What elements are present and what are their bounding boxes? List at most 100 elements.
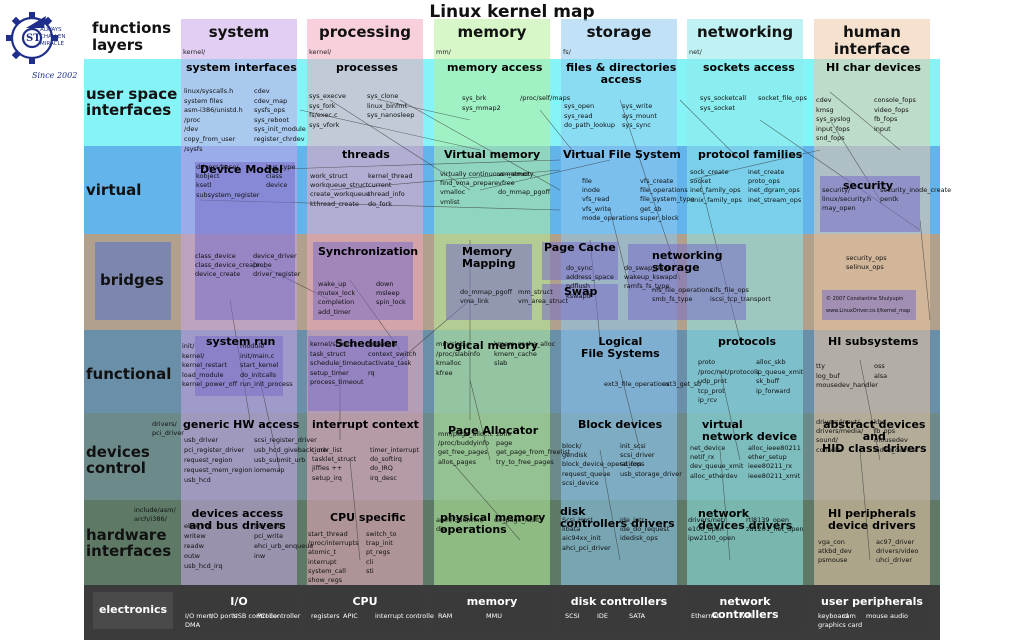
label-storage-devices: scsi_driver (620, 451, 655, 460)
connection-line (679, 99, 741, 161)
logo-text-2: CHALLEN (40, 34, 65, 40)
functions-layers-text: functions layers (92, 19, 171, 54)
label-human-user: input (874, 124, 891, 133)
label-memory-functional: kmem_cache_alloc (494, 340, 556, 348)
row-label-devices: devices control (86, 443, 150, 477)
label-system-devices: request_mem_region (184, 466, 253, 474)
heading-network-drivers: network devices drivers (698, 507, 793, 532)
label-human-bridges: selinux_ops (846, 263, 884, 272)
label-human-user: input_fops (816, 124, 850, 133)
label-storage-devices: request_queue (562, 469, 611, 478)
label-memory-functional: kfree (436, 368, 453, 377)
label-processing-bridges: completion (318, 298, 355, 307)
label-processing-hardware: interrupt (308, 557, 337, 566)
gear-logo-icon: ST ALWAYS CHALLEN MIRACLE Since 2002 (6, 12, 77, 80)
label-memory-devices: get_free_pages (438, 448, 488, 457)
row-label-hardware: hardware interfaces (86, 526, 172, 560)
label-processing-functional: task_struct (310, 349, 346, 358)
heading-virtual-net: virtual network device (702, 418, 798, 443)
label-memory-bridges: vm_area_struct (518, 297, 569, 306)
label-system-bridges: device_create (195, 270, 241, 279)
label-storage-functional: ext3_get_sb (662, 380, 702, 388)
label-storage-user: sys_write (622, 102, 653, 110)
col-header-memory: memory (457, 23, 527, 41)
label-processing-virtual: workqueue_struct (310, 181, 369, 190)
electronics-sub: registers (311, 612, 340, 620)
label-human-user: kmsg (816, 105, 834, 114)
row-label-user: user space interfaces (86, 85, 178, 119)
label-net-hardware: zd1201_net_open (746, 525, 804, 534)
label-processing-functional: activate_task (368, 359, 412, 368)
label-net-hardware: rtl8139_open (746, 516, 790, 524)
label-human-devices: sound/ (816, 436, 838, 445)
label-system-hardware: pci_read (254, 522, 282, 530)
col-header-system: system (208, 23, 270, 41)
label-system-virtual: kobject (196, 172, 220, 181)
label-net-hardware: ipw2100_open (688, 534, 736, 543)
label-system-devices: drivers/ (152, 420, 177, 428)
label-processing-functional: process_timeout (310, 378, 364, 387)
label-storage-devices: block/ (562, 442, 582, 450)
label-system-user: sys_init_module (254, 125, 306, 134)
label-processing-functional: schedule (368, 340, 398, 348)
label-net-functional: ip_queue_xmit (756, 367, 804, 376)
label-processing-virtual: do_fork (368, 199, 393, 208)
label-system-virtual: ksetl (196, 181, 212, 190)
label-system-devices: request_region (184, 456, 233, 464)
label-storage-hardware: Scsi_Host (562, 516, 593, 524)
heading-hi-char: HI char devices (826, 61, 921, 74)
label-memory-functional: kmem_cache (494, 349, 537, 358)
electronics-title: network controllers (711, 595, 779, 621)
security-box (820, 176, 920, 232)
label-storage-functional: ext3_file_operations (604, 380, 670, 388)
connection-line (249, 159, 561, 171)
label-storage-user: sys_open (564, 102, 595, 110)
label-memory-functional: kmalloc (436, 359, 462, 368)
electronics-sub: I/O ports (209, 612, 237, 620)
label-human-bridges: www.LinuxDriver.co.il/kernel_map (826, 308, 911, 314)
hi-bridges-box (822, 290, 916, 320)
label-human-devices: kbd (874, 418, 887, 426)
label-storage-virtual: vfs_create (640, 177, 674, 185)
label-processing-functional: kernel/sched.c (310, 340, 358, 348)
electronics-sub: graphics card (818, 621, 863, 629)
label-human-bridges: security_ops (846, 254, 887, 262)
label-net-functional: alloc_skb (756, 358, 786, 366)
label-system-user: sys_reboot (254, 115, 290, 124)
label-storage-user: sys_sync (622, 121, 651, 130)
label-storage-virtual: file (582, 177, 592, 185)
label-system-user: linux/syscalls.h (184, 87, 234, 95)
connection-line (829, 91, 901, 151)
heading-protocols: protocols (718, 335, 777, 348)
label-net-virtual: inet_stream_ops (748, 195, 802, 204)
connection-line (379, 99, 471, 121)
label-storage-virtual: file_system_type (640, 195, 695, 204)
label-processing-bridges: msleep (376, 289, 400, 298)
connection-line (689, 149, 821, 181)
label-processing-virtual: create_workqueue (310, 190, 370, 199)
label-human-user: cdev (816, 96, 832, 104)
label-system-bridges: device_driver (253, 252, 297, 260)
heading-vfs: Virtual File System (563, 148, 681, 161)
label-processing-hardware: atomic_t (308, 548, 337, 557)
label-system-devices: pci_register_driver (184, 446, 245, 454)
heading-swap: Swap (564, 285, 598, 298)
label-net-devices: ether_setup (748, 453, 787, 462)
label-processing-user: sys_execve (309, 92, 346, 100)
electronics-sub: MMU (486, 612, 502, 620)
label-system-user: sysfs_ops (254, 106, 286, 115)
heading-virtual-memory: Virtual memory (444, 148, 541, 161)
label-net-devices: netif_rx (690, 453, 715, 462)
col-path-storage: fs/ (563, 48, 571, 56)
label-memory-devices: page (496, 439, 513, 448)
connection-line (859, 449, 871, 561)
row-label-functional: functional (86, 365, 172, 383)
label-system-hardware: usb_hcd_irq (184, 562, 223, 570)
connection-line (599, 449, 621, 561)
label-processing-devices: irq_desc (370, 473, 397, 482)
electronics-sub: keyboard (818, 612, 849, 620)
label-processing-user: linux_binfmt (367, 101, 408, 110)
heading-hi-subsystems: HI subsystems (828, 335, 919, 348)
label-processing-bridges: add_timer (318, 307, 351, 316)
